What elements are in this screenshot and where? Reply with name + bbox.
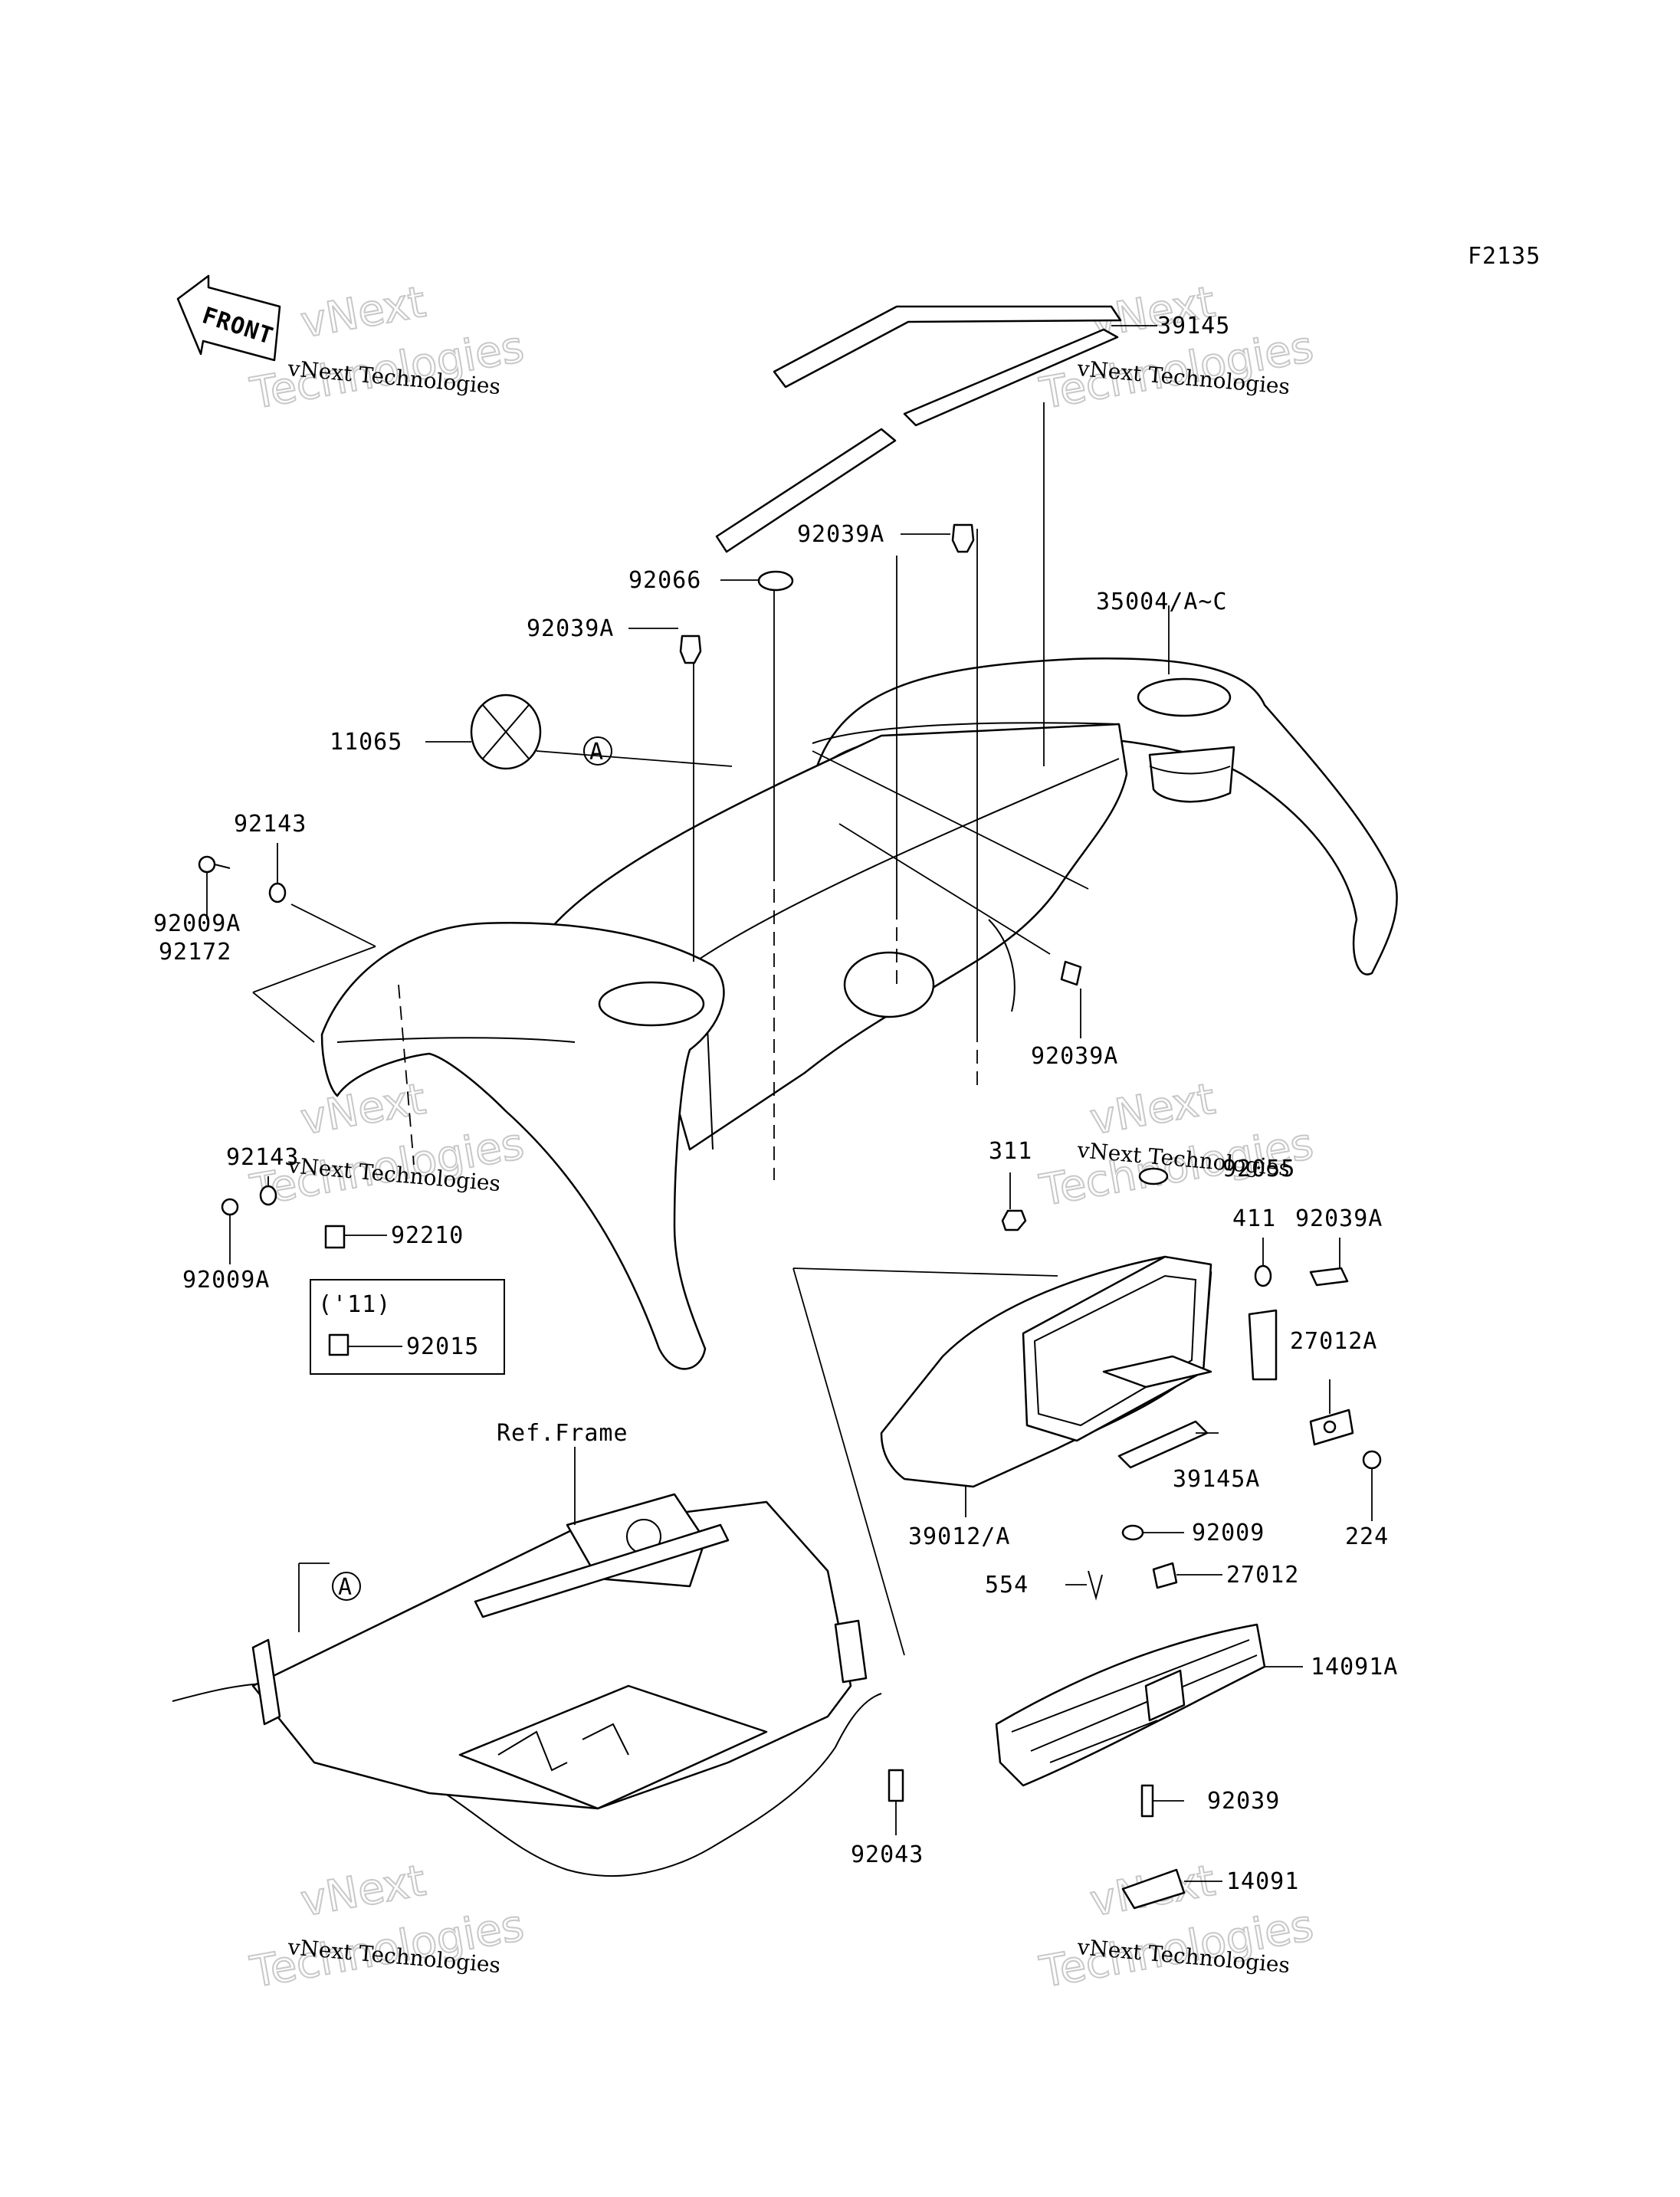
cap-icon xyxy=(1138,1167,1169,1185)
rear-fender-left xyxy=(320,922,725,1370)
part-label: 92039A xyxy=(527,615,614,642)
part-label: 14091A xyxy=(1311,1654,1398,1681)
clip-icon xyxy=(1309,1267,1349,1287)
watermark-vnext: vNext xyxy=(297,277,429,348)
ref-frame-label: Ref.Frame xyxy=(497,1420,628,1447)
watermark-vnext: vNext xyxy=(297,1074,429,1145)
part-labels: 39145 92039A 92066 35004/A~C 92039A 1106… xyxy=(153,313,1398,1895)
washer-icon xyxy=(259,1185,277,1206)
bolt-icon xyxy=(221,1198,239,1216)
storage-box-39012 xyxy=(880,1255,1212,1488)
callout-letter: A xyxy=(338,1574,353,1601)
cap-icon xyxy=(757,570,794,592)
latch-27012a xyxy=(1309,1408,1354,1446)
washer-icon xyxy=(268,882,287,903)
part-label: 92055 xyxy=(1222,1156,1295,1182)
ref-frame xyxy=(172,1447,882,1877)
part-label: 92143 xyxy=(226,1144,299,1171)
pin-icon xyxy=(888,1769,904,1802)
part-label: 554 xyxy=(985,1572,1029,1599)
watermark-vnext: vNext xyxy=(297,1856,429,1926)
rubber-trim-39145 xyxy=(715,305,1122,553)
callout-a-bottom: A xyxy=(332,1572,361,1601)
bolt-icon xyxy=(1121,1524,1144,1541)
part-label: 92039 xyxy=(1207,1788,1280,1815)
part-label: 92039A xyxy=(797,521,884,548)
part-label: 92009A xyxy=(153,910,241,937)
hardware xyxy=(198,523,1382,1818)
part-label: 39145 xyxy=(1157,313,1230,339)
trim-39145a xyxy=(1117,1309,1278,1469)
figure-code: F2135 xyxy=(1468,243,1541,270)
part-label: 92009A xyxy=(182,1267,270,1294)
bolt-icon xyxy=(198,855,216,874)
part-label: 27012A xyxy=(1290,1328,1377,1355)
part-label: 27012 xyxy=(1226,1562,1299,1589)
part-label: 35004/A~C xyxy=(1096,589,1228,615)
part-label: 92043 xyxy=(851,1841,924,1868)
part-label: 92210 xyxy=(391,1222,464,1249)
part-label: 92172 xyxy=(159,939,231,966)
screw-icon xyxy=(1362,1450,1382,1470)
part-label: 92066 xyxy=(628,567,701,594)
nut-icon xyxy=(328,1333,349,1356)
part-label: 92039A xyxy=(1031,1043,1118,1070)
nut-icon xyxy=(1001,1209,1027,1231)
grommet-icon xyxy=(470,694,542,770)
year-box-label: ('11) xyxy=(318,1291,391,1318)
clip-icon xyxy=(679,635,702,664)
part-label: 92143 xyxy=(234,811,307,838)
callout-letter: A xyxy=(589,739,604,766)
callout-a-top: A xyxy=(583,736,612,766)
front-arrow-icon: FRONT xyxy=(176,274,281,362)
leader-lines xyxy=(206,325,1373,1882)
watermark-vnext: vNext xyxy=(1087,1074,1219,1145)
part-label: 224 xyxy=(1345,1523,1389,1550)
watermark-mid-right: vNext Technologies xyxy=(1035,1074,1318,1217)
clip-icon xyxy=(951,523,975,553)
part-label: 39145A xyxy=(1173,1466,1260,1493)
step-14091a xyxy=(995,1623,1266,1787)
nut-icon xyxy=(324,1225,346,1249)
latch-icon xyxy=(1152,1562,1178,1589)
part-label: 92039A xyxy=(1295,1205,1383,1232)
part-label: 92009 xyxy=(1192,1520,1265,1546)
clip-icon xyxy=(1060,960,1082,986)
bracket-14091 xyxy=(1121,1868,1186,1910)
part-label: 311 xyxy=(989,1138,1032,1165)
cotter-pin-icon xyxy=(1088,1570,1103,1601)
guide-lines xyxy=(252,402,1089,1656)
pin-icon xyxy=(1140,1784,1154,1818)
part-label: 14091 xyxy=(1226,1868,1299,1895)
part-label: 92015 xyxy=(406,1333,479,1360)
part-label: 39012/A xyxy=(908,1523,1010,1550)
part-label: 411 xyxy=(1232,1205,1276,1232)
year-box: ('11) xyxy=(310,1279,505,1375)
part-label: 11065 xyxy=(330,729,402,756)
washer-icon xyxy=(1254,1264,1272,1287)
